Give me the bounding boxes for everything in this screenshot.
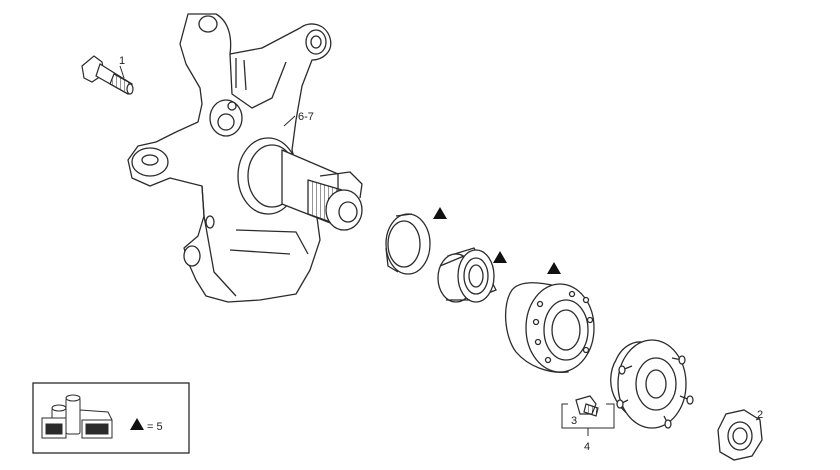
knuckle-leader-line — [283, 115, 296, 127]
nut-leader-line — [755, 417, 761, 421]
oil-seal — [385, 213, 431, 275]
callout-knuckle: 6-7 — [298, 111, 314, 123]
tool-kit-icon — [41, 394, 113, 439]
legend-triangle-icon — [130, 418, 144, 430]
triangle-marker-seal — [433, 207, 447, 219]
wheel-stud — [575, 395, 599, 417]
triangle-marker-bearing — [493, 251, 507, 263]
callout-nut: 2 — [757, 409, 763, 421]
wheel-bearing — [437, 247, 497, 303]
bolt-leader-line — [119, 65, 125, 79]
bolt-part — [81, 55, 134, 95]
legend-equals-text: = 5 — [147, 421, 163, 433]
steering-knuckle — [127, 13, 363, 303]
hub-carrier — [504, 282, 595, 373]
callout-stud: 3 — [571, 415, 577, 427]
callout-bolt: 1 — [119, 55, 125, 67]
legend-box: = 5 — [32, 382, 190, 454]
callout-hub-group: 4 — [584, 441, 590, 453]
triangle-marker-hub — [547, 262, 561, 274]
wheel-hub — [610, 339, 694, 429]
hub-nut — [717, 409, 763, 461]
